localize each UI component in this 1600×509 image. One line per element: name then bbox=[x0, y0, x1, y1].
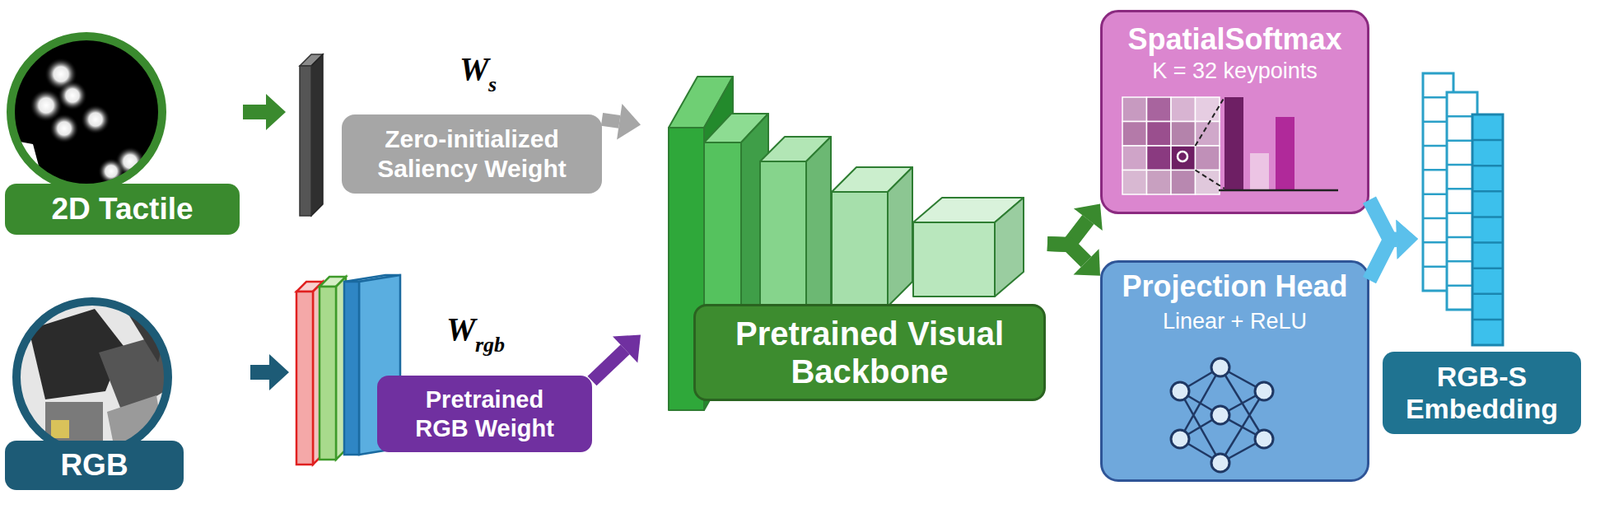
rgb-image bbox=[8, 296, 182, 462]
arrow-head bbox=[616, 103, 641, 140]
block-top bbox=[704, 113, 769, 143]
arrow-shaft bbox=[1047, 243, 1087, 262]
block-side bbox=[994, 197, 1024, 297]
tactile-blob bbox=[80, 104, 111, 135]
weight-box: Zero-initialized Saliency Weight bbox=[341, 114, 602, 194]
arrow-head bbox=[1073, 204, 1103, 231]
flow-arrow bbox=[1369, 219, 1419, 280]
embedding-vector bbox=[1472, 114, 1503, 346]
input-arrow bbox=[250, 354, 290, 391]
backbone-node: Pretrained Visual Backbone bbox=[640, 61, 1048, 412]
input-label-box: RGB bbox=[4, 440, 184, 490]
node-subtitle: K = 32 keypoints bbox=[1152, 57, 1317, 84]
node-title: Projection Head bbox=[1121, 269, 1348, 304]
vector-cells bbox=[1446, 116, 1478, 285]
robot-part bbox=[123, 306, 169, 363]
object-part bbox=[51, 419, 70, 439]
flow-arrow bbox=[1369, 200, 1419, 260]
module-box: SpatialSoftmaxK = 32 keypoints bbox=[1100, 9, 1370, 215]
node-title: RGB-S Embedding bbox=[1382, 351, 1582, 434]
arrow-head bbox=[1395, 219, 1419, 260]
tactile-ring bbox=[10, 36, 163, 188]
tactile-image bbox=[0, 24, 182, 206]
tactile-blob bbox=[57, 80, 88, 111]
block-side bbox=[887, 167, 913, 307]
node-title: Pretrained Visual Backbone bbox=[693, 303, 1046, 402]
embedding-vector bbox=[1446, 92, 1478, 310]
node-title: Zero-initialized Saliency Weight bbox=[349, 124, 594, 184]
tactile-background bbox=[0, 24, 182, 206]
red-plate bbox=[296, 291, 313, 465]
robot-part bbox=[98, 335, 172, 416]
arrow-shaft bbox=[1369, 200, 1397, 240]
embedding-vector bbox=[1422, 73, 1454, 291]
weight-symbol: W bbox=[446, 312, 476, 346]
saliency-plate-top bbox=[299, 54, 323, 66]
red-plate-top bbox=[296, 281, 323, 292]
robot-part bbox=[28, 308, 124, 400]
rgb-background bbox=[8, 296, 182, 462]
tactile-blob bbox=[29, 88, 63, 122]
arrow-head bbox=[1073, 248, 1101, 276]
arrow-shaft bbox=[1369, 239, 1397, 280]
arrow-shaft bbox=[601, 119, 620, 122]
flow-arrow bbox=[592, 335, 641, 382]
tactile-blob bbox=[97, 158, 125, 185]
flow-arrow bbox=[1047, 243, 1101, 276]
block-front bbox=[913, 222, 995, 297]
node-title: RGB bbox=[60, 448, 128, 483]
tactile-blob bbox=[49, 113, 80, 144]
flow-arrow bbox=[601, 103, 641, 140]
weight-subscript: rgb bbox=[475, 334, 505, 356]
green-plate-top bbox=[319, 276, 346, 287]
tactile-blob bbox=[115, 146, 145, 177]
input-arrow bbox=[242, 93, 286, 131]
module-box: Projection HeadLinear + ReLU bbox=[1100, 260, 1370, 482]
block-top bbox=[913, 197, 1024, 223]
arrow-shaft bbox=[592, 349, 626, 381]
red-plate-side bbox=[312, 281, 323, 465]
rgb-ring bbox=[16, 301, 168, 453]
arrow-head bbox=[1395, 219, 1419, 260]
blue-plate bbox=[344, 281, 360, 455]
block-side bbox=[806, 136, 831, 330]
node-title: 2D Tactile bbox=[51, 192, 193, 227]
weight-symbol: W bbox=[459, 52, 490, 86]
arrow-head bbox=[612, 335, 641, 364]
node-title: Pretrained RGB Weight bbox=[401, 385, 568, 444]
node-title: SpatialSoftmax bbox=[1127, 22, 1342, 56]
robot-part bbox=[45, 401, 103, 442]
block-top bbox=[668, 76, 733, 128]
block-top bbox=[831, 167, 913, 192]
arrow-shaft bbox=[1047, 219, 1088, 245]
saliency-plate-front bbox=[299, 65, 312, 216]
green-plate bbox=[319, 286, 336, 460]
block-top bbox=[760, 136, 831, 162]
node-subtitle: Linear + ReLU bbox=[1162, 307, 1307, 335]
input-label-box: 2D Tactile bbox=[4, 183, 240, 235]
green-plate-side bbox=[335, 276, 346, 460]
vector-cells bbox=[1472, 139, 1503, 320]
weight-subscript: s bbox=[488, 74, 497, 96]
block-front bbox=[831, 191, 888, 307]
flow-arrow bbox=[1047, 204, 1103, 245]
blue-plate-top bbox=[344, 275, 401, 282]
embedding-node: RGB-S Embedding bbox=[1418, 65, 1582, 434]
tactile-blob bbox=[44, 57, 78, 91]
saliency-plate-side bbox=[311, 54, 323, 216]
weight-box: Pretrained RGB Weight bbox=[377, 375, 593, 453]
vector-cells bbox=[1422, 97, 1454, 266]
